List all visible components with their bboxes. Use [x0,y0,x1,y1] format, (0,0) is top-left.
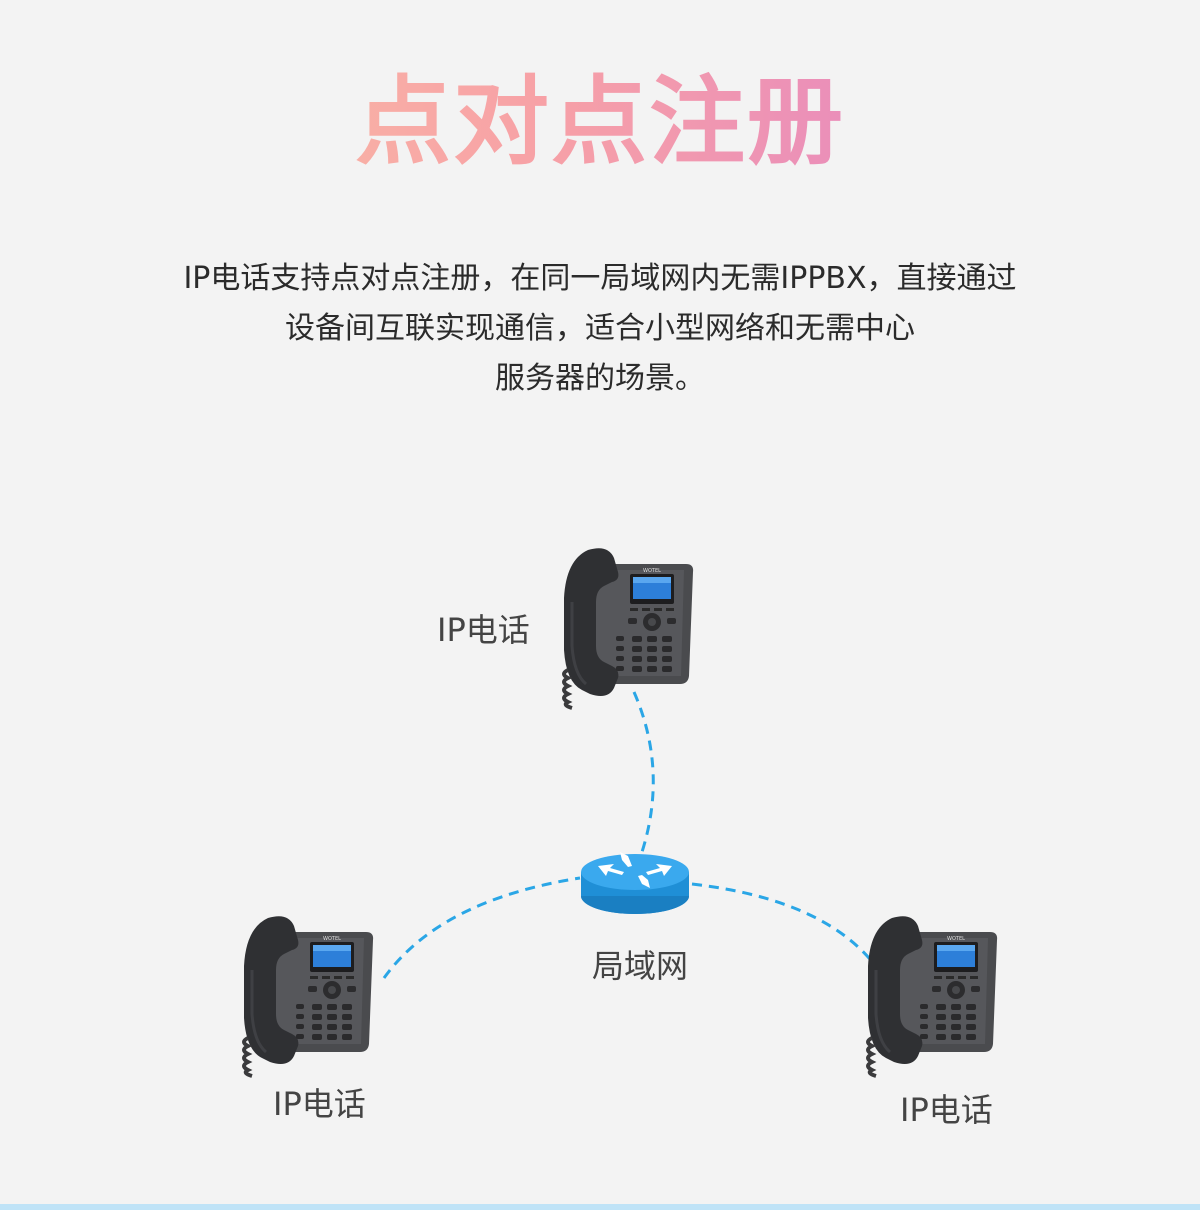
link-top [632,691,655,853]
page-title: 点对点注册 [0,62,1200,182]
link-left [382,876,581,979]
description-line-1: IP电话支持点对点注册，在同一局域网内无需IPPBX，直接通过 [183,261,1017,296]
description-line-3: 服务器的场景。 [495,361,705,396]
router-icon [581,852,689,914]
phone-left-icon [242,914,376,1078]
link-right [691,882,882,973]
phone-right-label: IP电话 [900,1091,993,1129]
phone-left-label: IP电话 [273,1085,366,1123]
phone-right-icon [866,914,1000,1078]
bottom-bar [0,1204,1200,1210]
description: IP电话支持点对点注册，在同一局域网内无需IPPBX，直接通过 设备间互联实现通… [100,254,1100,404]
router-label: 局域网 [592,947,689,985]
phone-top-label: IP电话 [437,611,530,649]
description-line-2: 设备间互联实现通信，适合小型网络和无需中心 [285,311,915,346]
phone-top-icon [562,546,696,710]
